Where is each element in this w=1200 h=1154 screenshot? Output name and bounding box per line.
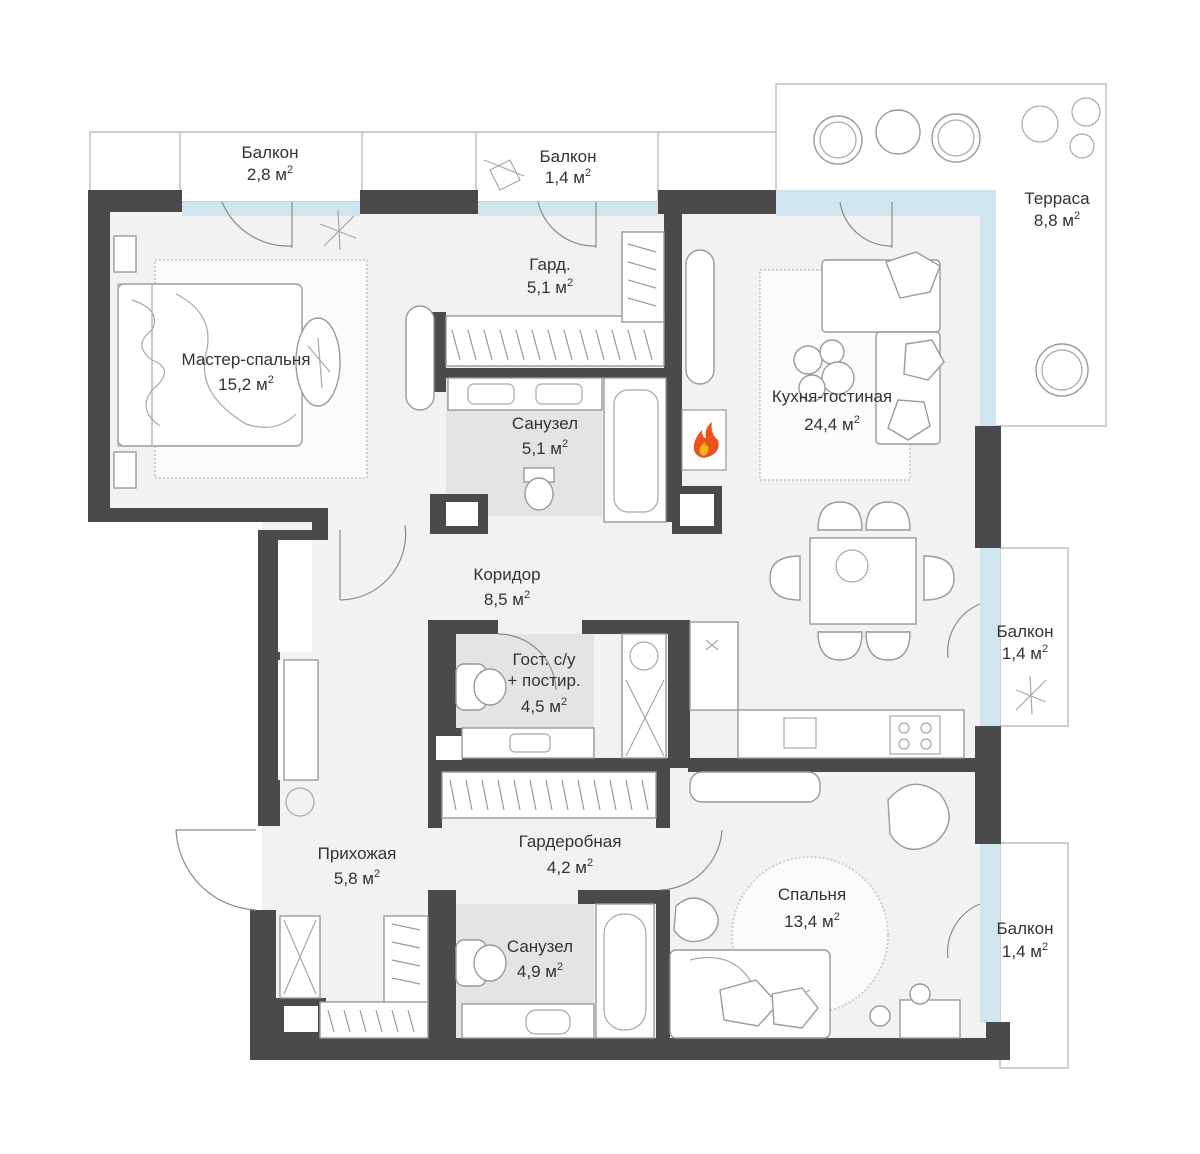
room-name-bedroom: Спальня xyxy=(778,885,846,904)
room-name-hallway: Прихожая xyxy=(318,844,397,863)
room-name-line: + постир. xyxy=(507,671,580,690)
room-area-kitchen-living: 24,4 м2 xyxy=(804,414,860,434)
room-area-master-bedroom: 15,2 м2 xyxy=(218,374,274,394)
room-name-terrace: Терраса xyxy=(1024,189,1090,208)
fireplace-icon xyxy=(681,409,727,471)
room-area-terrace: 8,8 м2 xyxy=(1034,210,1080,230)
room-area-bathroom-2: 4,9 м2 xyxy=(517,961,563,981)
room-name-line: Гост. с/у xyxy=(512,650,576,669)
room-area-balcony-4: 1,4 м2 xyxy=(1002,941,1048,961)
room-area-balcony-1: 2,8 м2 xyxy=(247,164,293,184)
room-name-guest-bathroom: Гост. с/у + постир. xyxy=(507,650,580,690)
room-area-guest-bathroom: 4,5 м2 xyxy=(521,696,567,716)
terrace-furniture xyxy=(319,97,1101,715)
room-area-balcony-2: 1,4 м2 xyxy=(545,167,591,187)
guest-bathroom-furniture xyxy=(455,633,667,759)
room-name-balcony-4: Балкон xyxy=(996,919,1053,938)
hallway-furniture xyxy=(279,659,657,1039)
room-area-wardrobe-small: 5,1 м2 xyxy=(527,277,573,297)
room-name-corridor: Коридор xyxy=(473,565,540,584)
room-area-bathroom-1: 5,1 м2 xyxy=(522,438,568,458)
bathroom-1-furniture xyxy=(447,377,667,523)
room-name-balcony-1: Балкон xyxy=(241,143,298,162)
room-area-bedroom: 13,4 м2 xyxy=(784,911,840,931)
room-area-hallway: 5,8 м2 xyxy=(334,868,380,888)
bedroom-furniture xyxy=(669,771,961,1039)
kitchen-living-furniture xyxy=(689,251,965,759)
room-name-bathroom-2: Санузел xyxy=(507,937,573,956)
room-name-bathroom-1: Санузел xyxy=(512,414,578,433)
master-bedroom-furniture xyxy=(113,235,341,489)
doors xyxy=(175,201,981,959)
room-name-balcony-2: Балкон xyxy=(539,147,596,166)
wardrobe-furniture xyxy=(405,231,715,411)
room-area-corridor: 8,5 м2 xyxy=(484,589,530,609)
room-name-kitchen-living: Кухня-гостиная xyxy=(772,387,892,406)
room-name-master-bedroom: Мастер-спальня xyxy=(181,350,310,369)
room-name-walk-in-closet: Гардеробная xyxy=(519,832,622,851)
room-area-balcony-3: 1,4 м2 xyxy=(1002,643,1048,663)
room-area-walk-in-closet: 4,2 м2 xyxy=(547,857,593,877)
room-name-wardrobe-small: Гард. xyxy=(529,255,570,274)
bathroom-2-furniture xyxy=(455,903,655,1039)
walls xyxy=(88,190,1010,1060)
room-name-balcony-3: Балкон xyxy=(996,622,1053,641)
room-labels: Балкон 2,8 м2 Балкон 1,4 м2 Терраса 8,8 … xyxy=(181,143,1090,981)
